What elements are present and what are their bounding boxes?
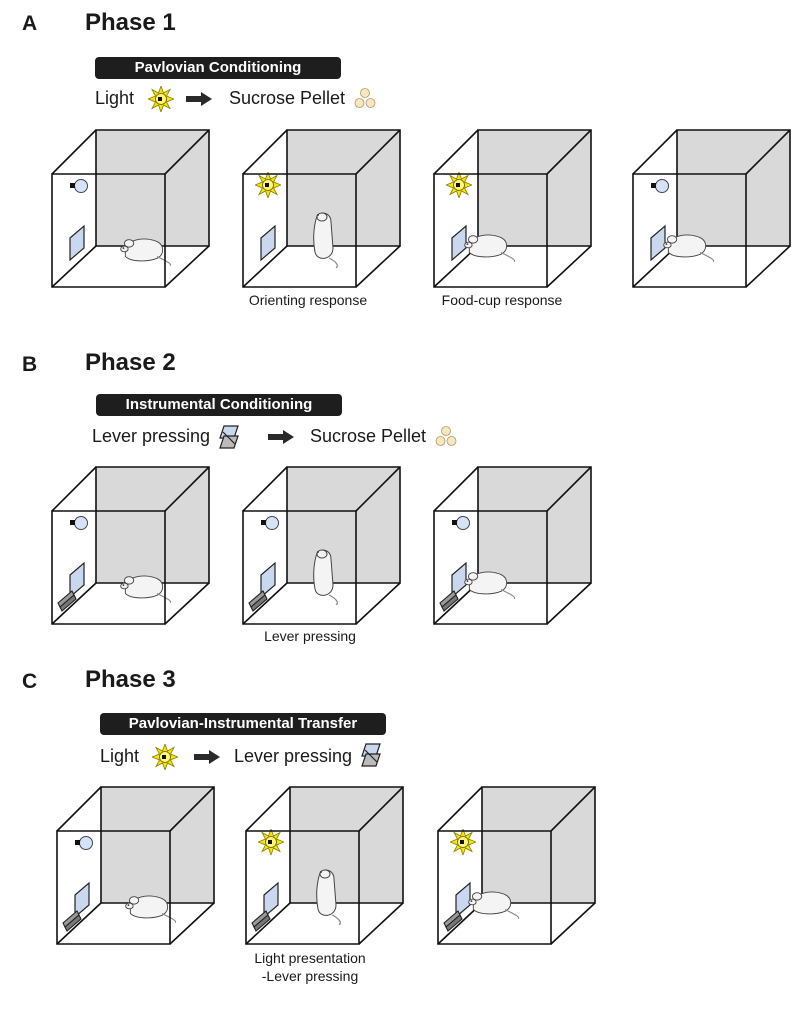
- chamber-3: [433, 129, 592, 288]
- sucrose-pellet-icon: [434, 425, 458, 449]
- caption-lever-pressing: Lever pressing: [264, 628, 356, 644]
- chamber-6: [242, 466, 401, 625]
- caption-food-cup-response: Food-cup response: [441, 292, 563, 308]
- flow-a-stimulus: Light: [95, 88, 135, 108]
- banner-pavlovian: Pavlovian Conditioning: [95, 57, 341, 79]
- arrow-icon: [186, 92, 212, 106]
- chamber-2: [242, 129, 401, 288]
- caption-lever-pressing-2: -Lever pressing: [261, 968, 359, 984]
- phase-title-1: Phase 1: [85, 9, 176, 36]
- chamber-7: [433, 466, 592, 625]
- caption-light-presentation: Light presentation: [254, 950, 366, 966]
- panel-letter-a: A: [22, 12, 38, 35]
- chamber-9: [245, 786, 404, 945]
- phase-title-3: Phase 3: [85, 666, 176, 693]
- panel-letter-c: C: [22, 670, 38, 693]
- chamber-10: [437, 786, 596, 945]
- panel-letter-b: B: [22, 353, 38, 376]
- arrow-icon: [268, 430, 294, 444]
- lever-icon: [360, 742, 382, 768]
- chamber-4: [632, 129, 791, 288]
- flow-c-stimulus: Light: [100, 746, 140, 766]
- flow-c-outcome: Lever pressing: [234, 746, 353, 766]
- flow-a-outcome: Sucrose Pellet: [229, 88, 346, 108]
- lever-icon: [218, 424, 240, 450]
- flow-a: Light: [95, 88, 134, 109]
- arrow-icon: [194, 750, 220, 764]
- chamber-1: [51, 129, 210, 288]
- flow-b-stimulus: Lever pressing: [92, 426, 211, 446]
- chamber-5: [51, 466, 210, 625]
- caption-orienting-response: Orienting response: [248, 292, 368, 308]
- phase-title-2: Phase 2: [85, 349, 176, 376]
- flow-b-outcome: Sucrose Pellet: [310, 426, 427, 446]
- sucrose-pellet-icon: [353, 87, 377, 111]
- light-bulb-icon: [152, 744, 178, 770]
- banner-pit: Pavlovian-Instrumental Transfer: [100, 713, 386, 735]
- light-bulb-icon: [148, 86, 174, 112]
- chamber-8: [56, 786, 215, 945]
- banner-instrumental: Instrumental Conditioning: [96, 394, 342, 416]
